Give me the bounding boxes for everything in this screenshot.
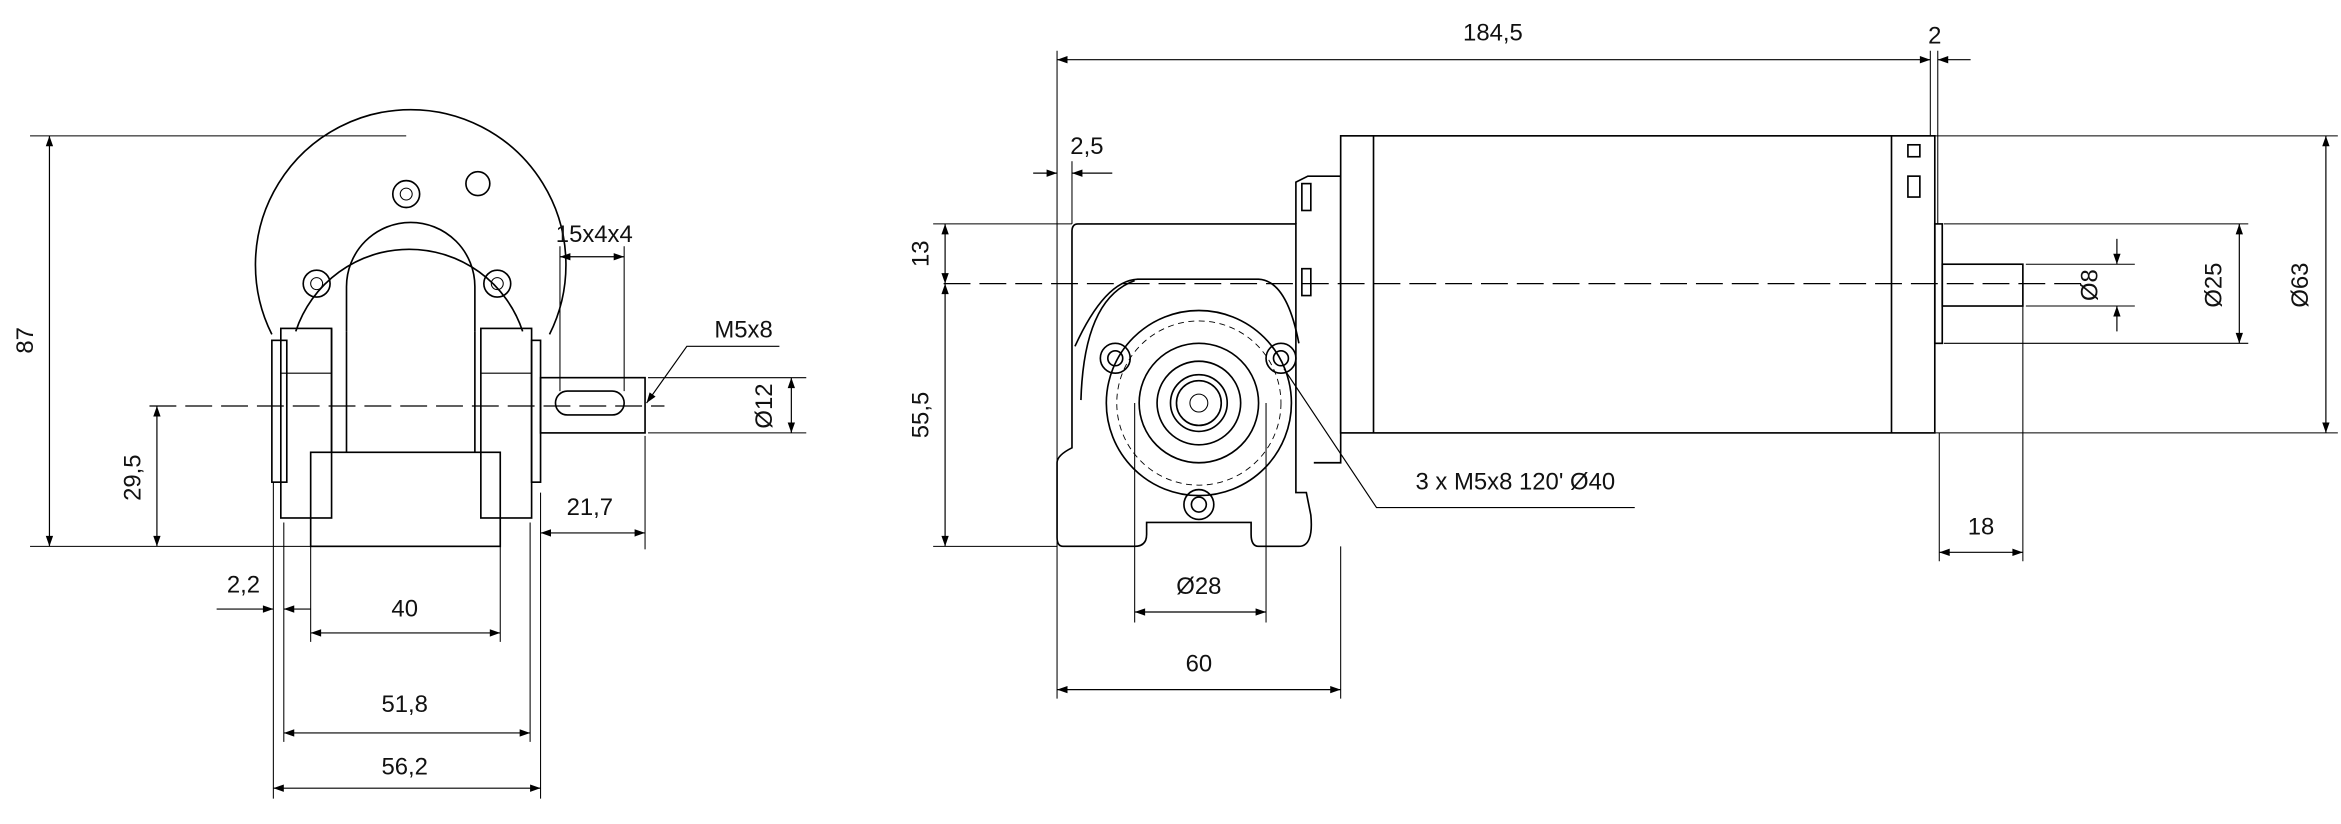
dim-rear-shaft-diameter: Ø8 [2077,269,2104,301]
gearbox-outline [1056,223,1313,548]
flange-outline [1105,309,1293,497]
dim-shaft-height: 29,5 [120,454,147,500]
dim-shaft-length: 21,7 [567,494,613,521]
dim-shaft-diameter: Ø12 [751,383,778,428]
dim-thread: M5x8 [714,316,772,343]
mounting-hole-icon [1265,342,1297,375]
side-view: 184,5 2 2,5 13 55,5 3 x M5x8 120' Ø40 Ø2… [908,19,2338,699]
front-view: 87 29,5 15x4x4 M5x8 Ø12 21,7 2,2 [12,108,807,799]
leader-mounting-holes [1283,368,1635,509]
dim-base-width: 40 [391,596,418,623]
dim-total-height: 87 [12,327,39,354]
output-shaft [539,376,646,434]
dim-rear-boss-diameter: Ø25 [2200,263,2227,308]
dim-offset: 2,2 [227,572,260,599]
screw-head-icon [391,179,421,209]
dim-total-length: 184,5 [1463,19,1523,46]
gearmotor-front-outline [254,108,646,548]
screw-head-icon [302,269,331,298]
leader-thread [646,345,780,404]
motor-body [1295,135,2024,464]
bolt-circle [1116,320,1282,486]
dim-gearbox-width: 60 [1186,651,1213,678]
keyway [554,390,625,416]
dim-pilot-diameter: Ø28 [1176,573,1221,600]
mounting-hole-icon [1183,488,1215,521]
dim-rear-shaft-offset: 2 [1928,22,1941,49]
mounting-hole-icon [1099,342,1132,375]
dim-rear-shaft-length: 18 [1968,513,1995,540]
dim-flange-offset: 2,5 [1070,133,1103,160]
dim-motor-diameter: Ø63 [2287,263,2314,308]
screw-head-icon [483,269,512,298]
dim-mounting-holes: 3 x M5x8 120' Ø40 [1415,469,1615,496]
dim-inner-width: 51,8 [381,691,427,718]
dim-top-to-axis: 13 [908,240,935,267]
rear-shaft [1941,263,2024,307]
dim-outer-width: 56,2 [381,754,427,781]
dim-key: 15x4x4 [556,221,633,248]
dim-axis-to-base: 55,5 [908,392,935,438]
base-block [309,451,502,548]
